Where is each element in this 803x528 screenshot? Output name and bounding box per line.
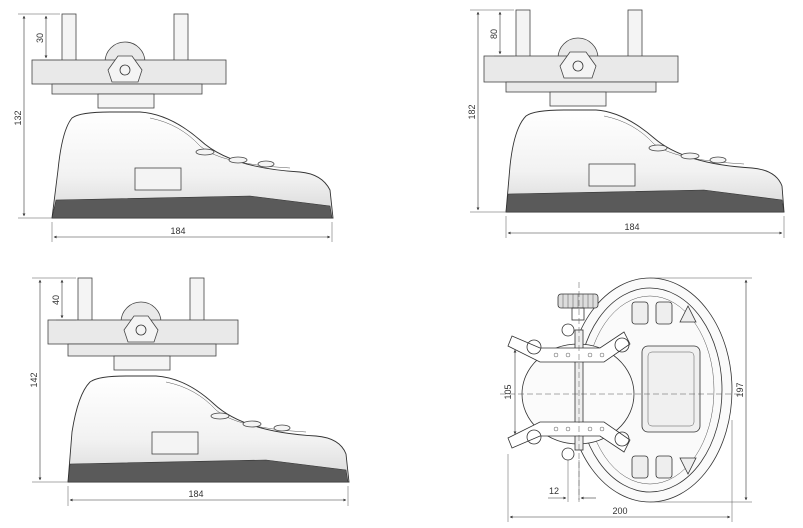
side-view-3: 142 40 184 <box>29 277 350 506</box>
top-view: 197 105 12 200 <box>500 277 752 522</box>
top-view-width-label: 200 <box>612 506 627 516</box>
top-view-offset-label: 12 <box>549 486 559 496</box>
view-2-width-label: 184 <box>624 222 639 232</box>
view-3-post-label: 40 <box>51 295 61 305</box>
view-1-width-label: 184 <box>170 226 185 236</box>
view-2-post-label: 80 <box>489 29 499 39</box>
view-2-height-label: 182 <box>467 104 477 119</box>
view-1-height-label: 132 <box>13 110 23 125</box>
top-view-height-label: 197 <box>735 382 745 397</box>
view-3-width-label: 184 <box>188 489 203 499</box>
view-1-post-label: 30 <box>35 33 45 43</box>
side-view-1: 132 30 184 <box>13 13 334 242</box>
side-view-2: 182 80 184 <box>467 9 785 238</box>
view-3-height-label: 142 <box>29 372 39 387</box>
top-view-inner-label: 105 <box>503 384 513 399</box>
